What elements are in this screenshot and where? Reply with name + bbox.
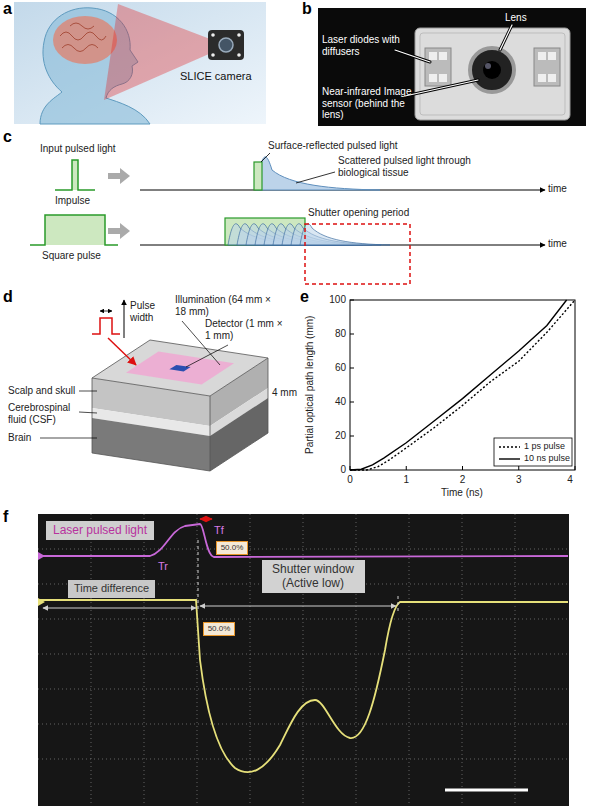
tick-label: 3 [509, 474, 529, 486]
layer-label: Scalp and skull [8, 385, 75, 397]
axis-label: time [548, 238, 567, 250]
device-label: SLICE camera [180, 70, 252, 83]
signal-label: Surface-reflected pulsed light [268, 140, 398, 152]
signal-label: Impulse [55, 195, 90, 207]
node-text: Laser pulsed light [52, 523, 148, 537]
axis-title: Partial optical path length (mm) [304, 305, 316, 465]
oscilloscope-screen [38, 514, 569, 806]
legend-text: 1 ps pulse [524, 441, 565, 451]
tick-label: 80 [318, 328, 346, 340]
signal-label: Tf [214, 524, 224, 537]
part-label: Pulse width [130, 300, 172, 323]
axis-title: Time (ns) [417, 487, 507, 499]
node-text: Shutter window (Active low) [267, 562, 359, 591]
scope-label: Laser pulsed light [46, 521, 154, 540]
path-length-chart [350, 300, 575, 470]
tick-label: 60 [318, 362, 346, 374]
dimension: 4 mm [272, 387, 297, 399]
part-label: Laser diodes with diffusers [322, 34, 412, 57]
signal-label: Scattered pulsed light through biologica… [338, 155, 473, 178]
legend-entry: 1 ps pulse [524, 441, 565, 451]
tick-label: 1 [396, 474, 416, 486]
layer-label: Cerebrospinal fluid (CSF) [8, 402, 80, 425]
signal-label: Input pulsed light [40, 143, 116, 155]
panel-letter: e [300, 288, 309, 306]
tick-label: 20 [318, 430, 346, 442]
tick-label: 0 [340, 474, 360, 486]
panel-letter: f [3, 508, 8, 526]
head-illustration [14, 2, 266, 124]
tick-label: 40 [318, 396, 346, 408]
legend-text: 10 ns pulse [524, 453, 570, 463]
measure-tag: 50.0% [216, 541, 248, 555]
part-label: Lens [505, 12, 527, 24]
tick-label: 2 [453, 474, 473, 486]
node-text: Time difference [73, 582, 150, 595]
signal-label: Tr [158, 560, 168, 573]
layer-label: Brain [8, 432, 31, 444]
tick-label: 100 [318, 294, 346, 306]
legend-entry: 10 ns pulse [524, 453, 570, 463]
panel-letter: b [302, 0, 312, 18]
measure-tag: 50.0% [203, 622, 235, 636]
part-label: Near-infrared Image sensor (behind the l… [322, 86, 414, 121]
axis-label: time [548, 183, 567, 195]
panel-letter: d [3, 288, 13, 306]
part-label: Illumination (64 mm × 18 mm) [175, 294, 283, 317]
pulse-diagram [30, 153, 545, 284]
signal-label: Shutter opening period [308, 207, 409, 219]
tick-label: 4 [560, 474, 580, 486]
node-text: 50.0% [220, 543, 244, 553]
panel-letter: c [3, 128, 12, 146]
scope-label: Shutter window (Active low) [262, 560, 365, 593]
part-label: Detector (1 mm × 1 mm) [205, 318, 285, 341]
camera-photo [318, 8, 586, 126]
panel-letter: a [3, 0, 12, 18]
tick-label: 0 [318, 464, 346, 476]
scope-label: Time difference [68, 580, 155, 598]
signal-label: Square pulse [42, 250, 101, 262]
node-text: 50.0% [207, 624, 231, 634]
